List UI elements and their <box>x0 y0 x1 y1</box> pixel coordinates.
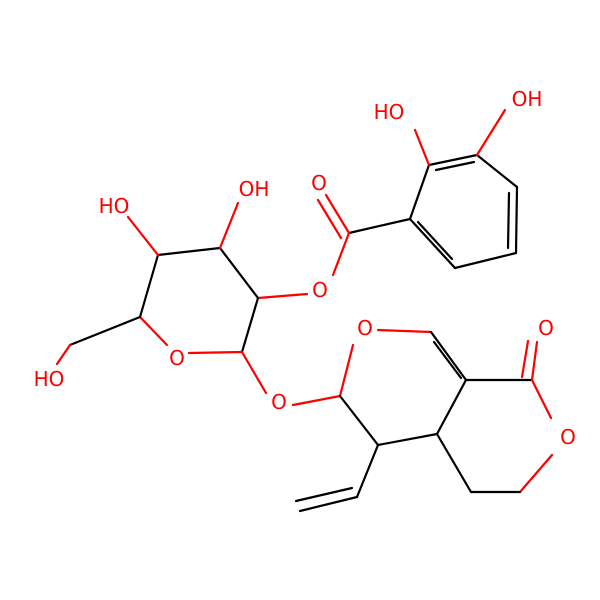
atom-ho-hydroxymethyl: HO <box>34 367 65 391</box>
atom-o-ring-pyran: O <box>357 316 373 340</box>
atom-o-ester-link: O <box>312 278 328 302</box>
bond-line <box>435 432 473 494</box>
bond-line <box>218 246 260 300</box>
bond-line <box>218 201 240 250</box>
bond-line <box>434 160 476 172</box>
atom-ho-sugar-c4: HO <box>99 194 130 218</box>
bond-line <box>416 220 454 261</box>
atom-o-ring-sugar: O <box>169 346 185 370</box>
atom-o-lactone-carbonyl: O <box>538 316 554 340</box>
bond-line <box>355 443 380 499</box>
bond-line <box>413 128 431 167</box>
atom-o-carbonyl-ester: O <box>311 171 327 195</box>
bond-line <box>435 378 468 436</box>
bond-line <box>376 432 439 447</box>
bond-line <box>126 215 160 257</box>
bond-line <box>240 296 260 354</box>
bond-line <box>316 198 343 240</box>
bond-line <box>256 292 309 300</box>
bond-line <box>138 253 160 319</box>
bond-line <box>55 343 72 366</box>
bond-line <box>376 328 433 334</box>
bond-line <box>520 339 530 379</box>
bond-line <box>506 191 511 250</box>
bond-line <box>530 340 539 382</box>
bond-line <box>427 153 479 167</box>
bond-layer <box>55 108 554 513</box>
bond-line <box>347 217 412 235</box>
bond-line <box>432 340 463 380</box>
bond-line <box>68 315 142 347</box>
bond-line <box>453 251 518 270</box>
bond-line <box>338 394 380 447</box>
bond-line <box>408 163 431 221</box>
atom-ho-catechol-left: HO <box>374 100 405 124</box>
atom-o-lactone-ring: O <box>560 425 576 449</box>
atom-label-layer: OH HO HO OH HO O O O O O O O <box>34 87 576 449</box>
atom-o-glycosidic: O <box>271 390 287 414</box>
bond-line <box>187 350 244 355</box>
bond-line <box>475 108 507 157</box>
bond-line <box>429 330 468 382</box>
bond-line <box>240 350 268 395</box>
bond-line <box>324 193 351 235</box>
bond-line <box>291 394 342 407</box>
atom-oh-catechol-top: OH <box>512 87 543 111</box>
bond-line <box>514 185 519 255</box>
bond-line <box>331 231 351 277</box>
bond-line <box>408 217 457 270</box>
bond-line <box>138 315 169 347</box>
bond-line <box>294 486 354 503</box>
bond-line <box>156 246 222 257</box>
bond-line <box>518 453 554 494</box>
bond-line <box>475 153 519 189</box>
atom-oh-sugar-c3: OH <box>239 177 270 201</box>
bond-line <box>530 378 553 420</box>
bond-line <box>338 343 355 398</box>
bond-line <box>298 495 359 513</box>
